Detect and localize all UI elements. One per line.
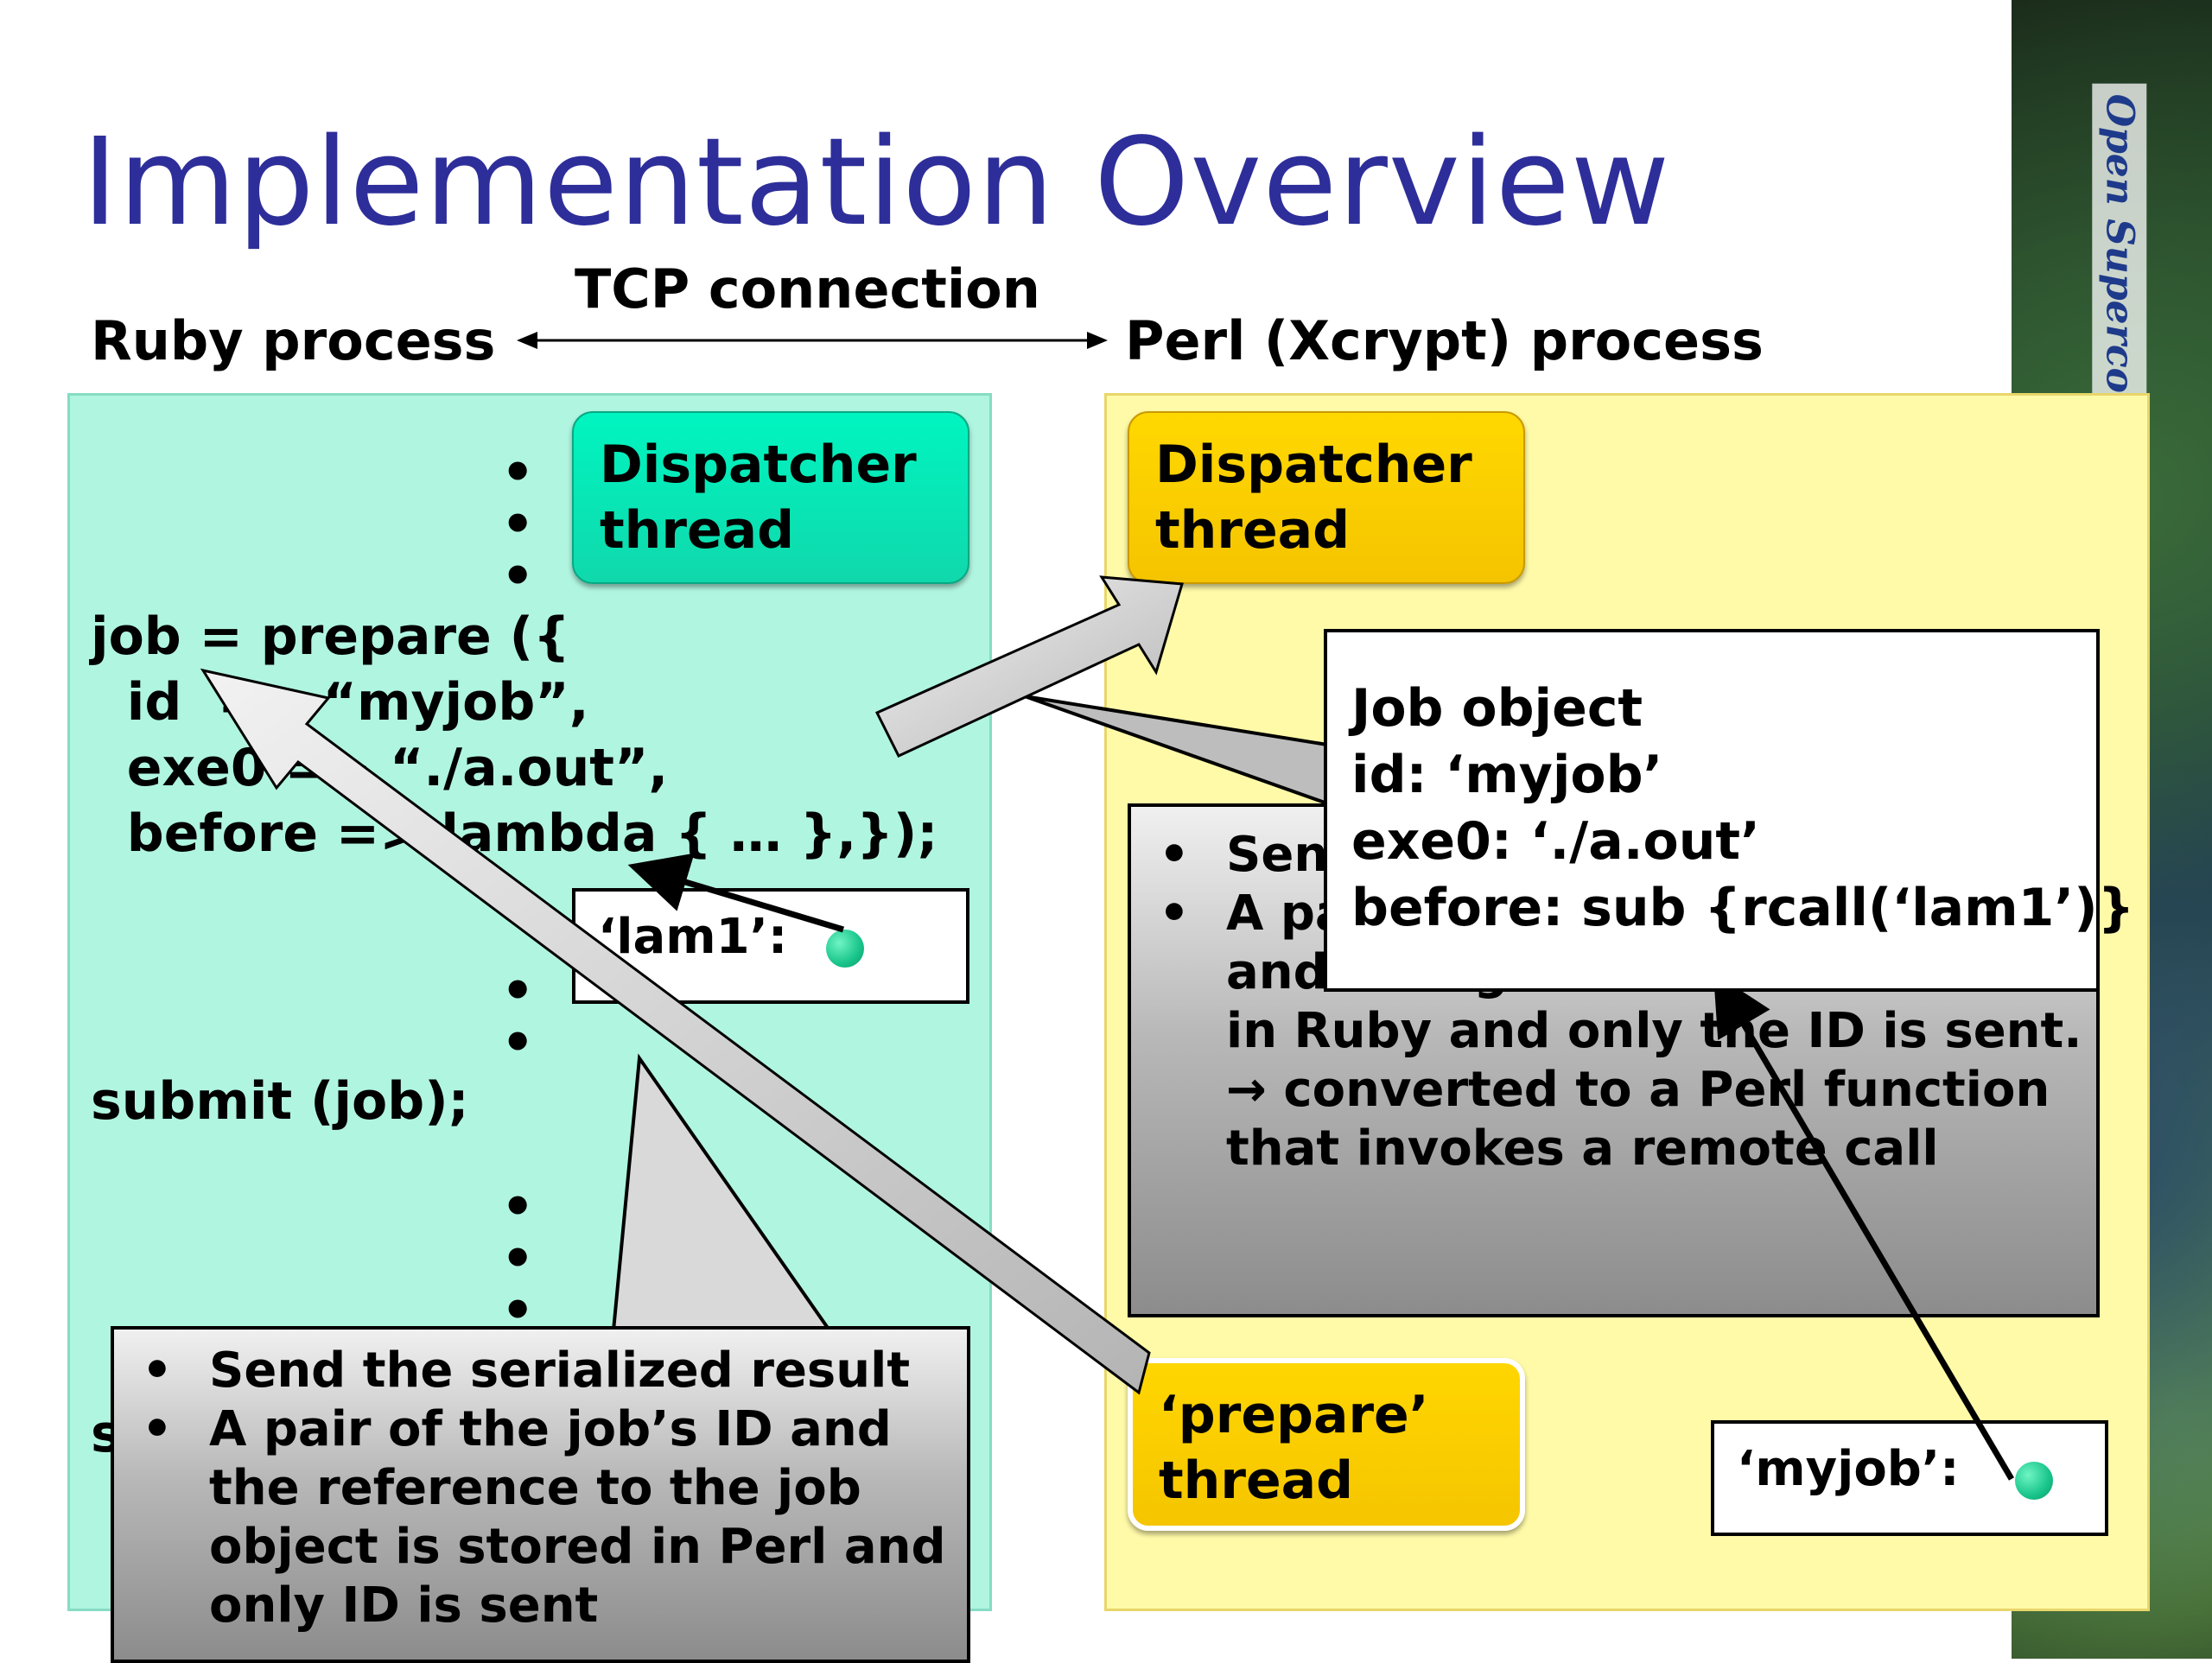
thread-label-line: ‘prepare’ xyxy=(1159,1385,1429,1445)
job-object-line: before: sub {rcall(‘lam1’)} xyxy=(1351,878,2135,938)
lam1-connector-dot xyxy=(826,930,864,968)
myjob-label: ‘myjob’: xyxy=(1737,1441,1960,1497)
code-line: submit (job); xyxy=(91,1071,469,1132)
ellipsis-dot: • xyxy=(501,442,535,503)
thread-label-line: thread xyxy=(1159,1450,1354,1511)
tcp-connection-label: TCP connection xyxy=(575,257,1040,321)
job-object-line: Job object xyxy=(1351,678,1643,739)
job-object-line: id: ‘myjob’ xyxy=(1351,745,1663,805)
code-line: job = prepare ({ xyxy=(91,606,570,667)
perl-dispatcher-thread: Dispatcher thread xyxy=(1128,411,1525,584)
thread-label-line: Dispatcher xyxy=(600,435,917,495)
slide-title: Implementation Overview xyxy=(82,112,1671,253)
thread-label-line: thread xyxy=(1155,500,1351,561)
prepare-thread: ‘prepare’ thread xyxy=(1128,1358,1525,1531)
callout-bullet: A pair of the job’s ID and the reference… xyxy=(114,1400,967,1635)
tcp-double-arrow xyxy=(517,332,1108,349)
job-object-line: exe0: ‘./a.out’ xyxy=(1351,811,1760,872)
myjob-pointer-line xyxy=(1713,972,2015,1481)
lam1-pointer-line xyxy=(627,853,845,933)
ruby-process-label: Ruby process xyxy=(91,309,496,372)
thread-label-line: Dispatcher xyxy=(1155,435,1472,495)
code-line: exe0 => “./a.out”, xyxy=(91,738,669,798)
ruby-dispatcher-thread: Dispatcher thread xyxy=(572,411,969,584)
return-to-ruby-arrow xyxy=(200,668,1151,1395)
ellipsis-dot: • xyxy=(501,1228,535,1289)
job-object-box: Job object id: ‘myjob’ exe0: ‘./a.out’ b… xyxy=(1324,629,2135,992)
ellipsis-dot: • xyxy=(501,961,535,1021)
callout-bullet: Send the serialized result xyxy=(114,1342,967,1400)
job-object-pointer xyxy=(1024,695,1329,806)
thread-label-line: thread xyxy=(600,500,795,561)
ellipsis-dot: • xyxy=(501,1012,535,1073)
ellipsis-dot: • xyxy=(501,494,535,555)
myjob-connector-dot xyxy=(2015,1462,2053,1500)
perl-process-label: Perl (Xcrypt) process xyxy=(1125,309,1764,372)
ellipsis-dot: • xyxy=(501,546,535,606)
lam1-label: ‘lam1’: xyxy=(598,909,788,965)
ruby-side-callout: Send the serialized result A pair of the… xyxy=(111,1326,970,1663)
ellipsis-dot: • xyxy=(501,1177,535,1237)
send-to-perl-dispatcher-arrow xyxy=(874,575,1184,758)
myjob-reference-box: ‘myjob’: xyxy=(1711,1420,2108,1536)
